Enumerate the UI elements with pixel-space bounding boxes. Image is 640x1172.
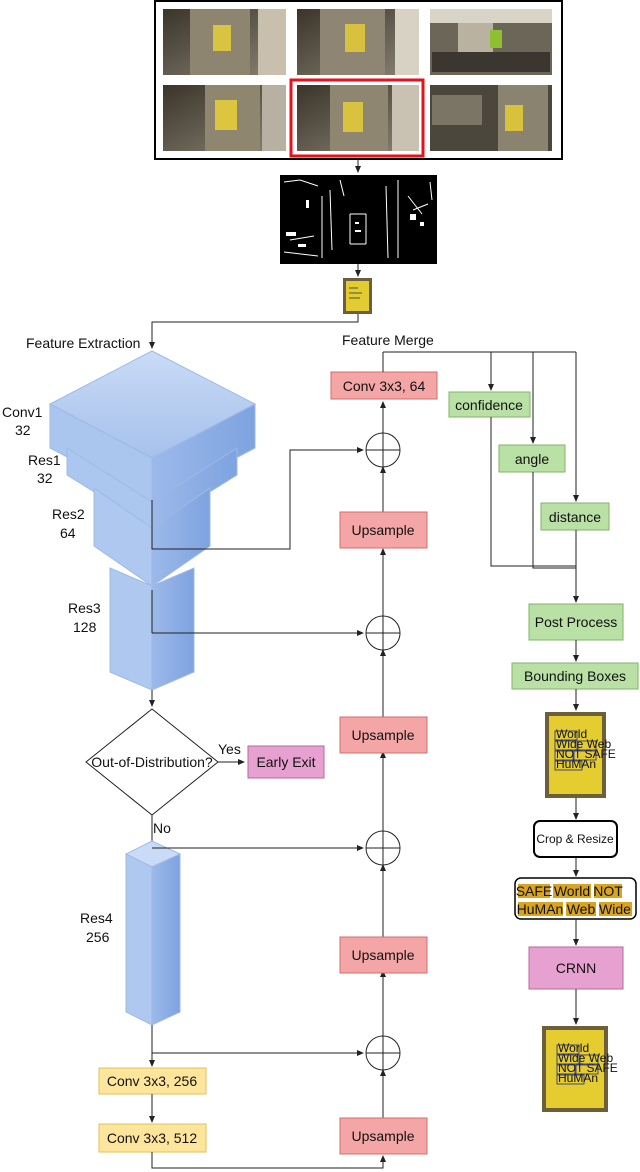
res4-label: Res4: [80, 910, 113, 926]
upsample-box-4: Upsample: [339, 1117, 428, 1155]
poster-line-4: HuMAn: [556, 757, 596, 771]
res2-label: Res2: [52, 506, 85, 522]
upsample-box-3: Upsample: [339, 936, 428, 974]
ocr-word: SAFE: [516, 883, 553, 899]
crop-resize-label: Crop & Resize: [536, 832, 614, 846]
distance-box: distance: [540, 502, 610, 531]
res3-block: [109, 567, 195, 691]
ocr-word: NOT: [593, 883, 623, 899]
angle-label: angle: [515, 451, 549, 467]
upsample-box-2: Upsample: [339, 716, 428, 754]
merge-node-3: [365, 830, 401, 866]
confidence-label: confidence: [455, 397, 523, 413]
detected-text-poster: World Wide Web NOT SAFE HuMAn: [545, 712, 616, 798]
bounding-boxes-box: Bounding Boxes: [511, 662, 639, 690]
conv-top-label: Conv 3x3, 64: [343, 378, 426, 394]
merge-node-4: [365, 1035, 401, 1071]
crnn-box: CRNN: [528, 946, 624, 990]
upsample-label: Upsample: [351, 1128, 414, 1144]
distance-label: distance: [549, 509, 601, 525]
ocr-word: World: [554, 883, 590, 899]
res4-block: [124, 840, 182, 1026]
cropped-sign-thumbnail: [343, 278, 372, 314]
ocr-word: HuMAn: [517, 901, 564, 917]
angle-box: angle: [498, 444, 566, 473]
res3-label: Res3: [68, 600, 101, 616]
frame-2: [297, 9, 419, 75]
res3-channels: 128: [73, 619, 97, 635]
merge-node-2: [365, 615, 401, 651]
post-process-label: Post Process: [535, 614, 617, 630]
ocr-word: Web: [567, 901, 596, 917]
frame-1: [163, 9, 286, 75]
poster-line-1: World: [556, 727, 587, 741]
upsample-box-1: Upsample: [339, 511, 428, 549]
conv256-label: Conv 3x3, 256: [107, 1073, 197, 1089]
upsample-label: Upsample: [351, 947, 414, 963]
crop-resize-box: Crop & Resize: [533, 820, 618, 858]
no-label: No: [153, 820, 171, 836]
feature-extraction-label: Feature Extraction: [26, 335, 140, 351]
confidence-box: confidence: [448, 391, 531, 418]
merge-node-1: [365, 432, 401, 468]
conv512-box: Conv 3x3, 512: [98, 1123, 207, 1153]
conv1-block: [48, 350, 257, 503]
early-exit-box: Early Exit: [247, 745, 325, 779]
cropped-words-box: SAFE World NOT HuMAn Web Wide: [514, 877, 637, 920]
frame-3: [430, 9, 552, 75]
conv1-label: Conv1: [2, 404, 43, 420]
post-process-box: Post Process: [528, 603, 624, 641]
crnn-label: CRNN: [556, 960, 596, 976]
frame-5-selected: [289, 78, 425, 158]
recognized-line-3: NOT SAFE: [558, 1061, 618, 1075]
frame-6: [430, 85, 552, 151]
recognized-text-poster: World Wide Web NOT SAFE HuMAn: [542, 1026, 618, 1112]
ood-label: Out-of-Distribution?: [91, 754, 213, 770]
conv-top-box: Conv 3x3, 64: [330, 371, 438, 400]
res4-channels: 256: [86, 929, 110, 945]
bounding-boxes-label: Bounding Boxes: [524, 668, 626, 684]
input-frames-panel: [154, 0, 563, 160]
yes-label: Yes: [218, 741, 241, 757]
feature-merge-label: Feature Merge: [342, 332, 434, 348]
conv512-label: Conv 3x3, 512: [107, 1130, 197, 1146]
poster-line-2: Wide Web: [556, 737, 611, 751]
conv1-channels: 32: [15, 422, 31, 438]
recognized-line-1: World: [558, 1041, 589, 1055]
upsample-label: Upsample: [351, 522, 414, 538]
ocr-word: Wide: [599, 901, 631, 917]
res1-label: Res1: [28, 452, 61, 468]
early-exit-label: Early Exit: [256, 754, 315, 770]
res2-channels: 64: [60, 525, 76, 541]
recognized-line-4: HuMAn: [558, 1071, 598, 1085]
recognized-line-2: Wide Web: [558, 1051, 613, 1065]
conv256-box: Conv 3x3, 256: [98, 1067, 207, 1095]
res1-channels: 32: [37, 470, 53, 486]
poster-line-3: NOT SAFE: [556, 747, 616, 761]
frame-4: [163, 85, 286, 151]
ood-decision: Out-of-Distribution?: [85, 708, 219, 816]
upsample-label: Upsample: [351, 727, 414, 743]
edge-map-image: [280, 175, 437, 264]
